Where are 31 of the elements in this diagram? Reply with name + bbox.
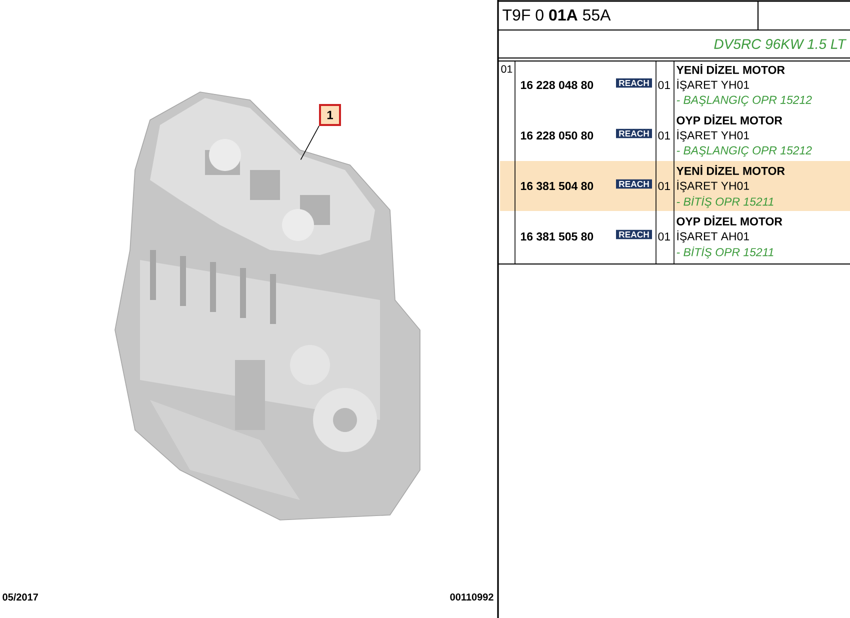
reach-badge: REACH (616, 128, 652, 138)
part-description: İŞARET YH01 (677, 180, 749, 192)
part-description: OYP DİZEL MOTOR (676, 114, 782, 124)
part-number: 16 228 048 80 (521, 80, 594, 90)
table-cell: 01 (658, 232, 670, 241)
date-label: 05/2017 (2, 593, 38, 601)
part-description: YENİ DİZEL MOTOR (676, 165, 785, 175)
part-description: OYP DİZEL MOTOR (676, 216, 782, 226)
catalog-code: T9F 0 01A 55A (502, 9, 611, 21)
table-cell: 01 (658, 80, 670, 90)
part-description: YENİ DİZEL MOTOR (676, 64, 785, 74)
callout-number: 1 (319, 104, 341, 126)
table-cell: 01 (658, 182, 670, 190)
part-note: - BİTİŞ OPR 15211 (676, 246, 774, 258)
engine-type: DV5RC 96KW 1.5 LT (714, 39, 847, 49)
leader-line (300, 126, 320, 160)
table-cell: 01 (658, 131, 670, 140)
part-note: - BAŞLANGIÇ OPR 15212 (676, 96, 812, 106)
part-note: - BİTİŞ OPR 15211 (676, 196, 774, 208)
part-number: 16 381 505 80 (521, 232, 594, 241)
part-number: 16 381 504 80 (521, 182, 594, 190)
reach-badge: REACH (616, 230, 652, 240)
part-number: 16 228 050 80 (521, 131, 594, 140)
part-note: - BAŞLANGIÇ OPR 15212 (676, 146, 812, 157)
part-description: İŞARET AH01 (677, 230, 749, 243)
engine-drawing (114, 92, 420, 520)
part-description: İŞARET YH01 (677, 129, 749, 142)
reach-badge: REACH (616, 78, 652, 88)
part-description: İŞARET YH01 (677, 78, 749, 92)
page-code: 00110992 (450, 593, 494, 601)
table-cell: 01 (501, 65, 512, 73)
